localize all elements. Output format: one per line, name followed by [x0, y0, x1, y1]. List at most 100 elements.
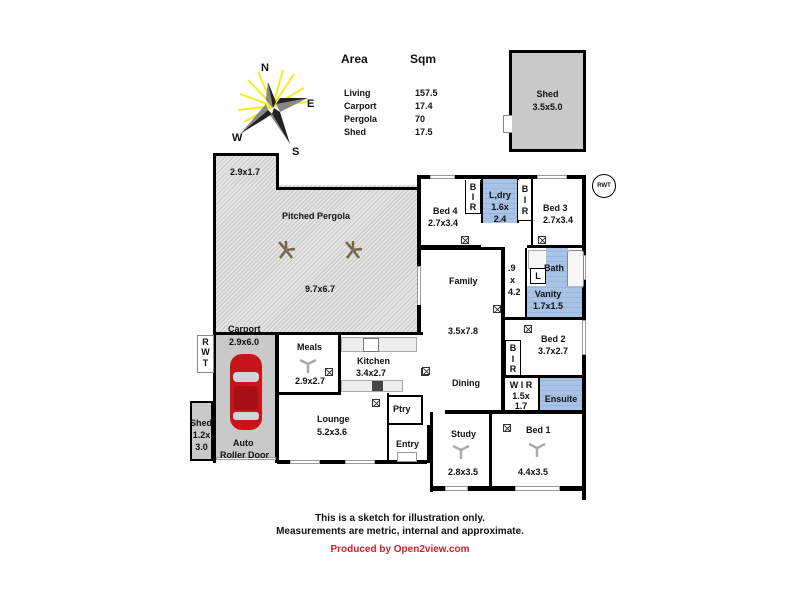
- area-row-value: 17.5: [415, 127, 433, 137]
- room-size: 2.9x6.0: [229, 337, 260, 347]
- room-name: Dining: [452, 378, 480, 388]
- room-size: 1.7x1.5: [532, 301, 564, 311]
- disclaimer-line1: This is a sketch for illustration only.: [315, 513, 485, 524]
- ceiling-fan-icon: [345, 241, 363, 259]
- room-size: 3.5x7.8: [448, 326, 479, 336]
- area-row-name: Living: [344, 88, 371, 98]
- room-size: 2.8x3.5: [448, 467, 479, 477]
- toilet-area: [569, 286, 582, 317]
- room-name: Kitchen: [357, 356, 391, 366]
- compass-s: S: [292, 146, 300, 158]
- compass-rose: N E S W: [228, 60, 318, 160]
- room-name: Entry: [396, 439, 420, 449]
- area-row-name: Shed: [344, 127, 367, 137]
- pergola-area: [215, 155, 278, 188]
- room-name: Shed: [536, 89, 559, 99]
- room-size: 1.7: [514, 401, 528, 411]
- room-wc: L: [530, 268, 546, 284]
- room-bath: Bath: [544, 248, 568, 286]
- room-name: Bed 3: [543, 203, 568, 213]
- window: [417, 266, 421, 306]
- room-ensuite: Ensuite: [540, 378, 582, 410]
- hall-dim: x: [510, 275, 516, 285]
- compass-n: N: [261, 62, 269, 74]
- bathtub: [567, 250, 584, 288]
- room-size: 2.4: [493, 214, 507, 224]
- room-name: Vanity: [534, 289, 562, 299]
- room-wir: W I R 1.5x 1.7: [505, 378, 537, 411]
- room-size: 1.5x: [512, 391, 530, 401]
- smoke-detector-icon: [422, 367, 430, 375]
- area-row-value: 70: [415, 114, 426, 124]
- pergola-nook-size: 2.9x1.7: [230, 167, 261, 177]
- shed-door[interactable]: [503, 115, 512, 133]
- compass-e: E: [307, 98, 315, 110]
- room-size: 3.5x5.0: [532, 102, 563, 112]
- shed-large: Shed 3.5x5.0: [509, 50, 586, 152]
- sqm-header: Sqm: [410, 52, 437, 66]
- ceiling-fan-icon: [278, 241, 296, 259]
- room-name: W I R: [509, 380, 533, 390]
- pergola-size: 9.7x6.7: [305, 284, 336, 294]
- area-row-value: 157.5: [415, 88, 438, 98]
- room-laundry: L,dry 1.6x 2.4: [481, 179, 519, 224]
- smoke-detector-icon: [503, 424, 511, 432]
- room-name: Ensuite: [544, 394, 578, 404]
- ceiling-fan-icon: [528, 442, 546, 457]
- shed-small: Shed 1.2x 3.0: [190, 401, 213, 461]
- compass-star-icon: [237, 69, 309, 144]
- ceiling-fan-icon: [299, 358, 317, 373]
- door-label: Auto: [233, 438, 254, 448]
- pergola-area: [215, 185, 420, 335]
- bir-bed4: B I R: [465, 180, 481, 214]
- rainwater-tank-left: R W T: [197, 335, 214, 373]
- room-name: Family: [449, 276, 478, 286]
- car-icon: [230, 354, 262, 430]
- area-row-name: Pergola: [344, 114, 378, 124]
- bir-bed2: B I R: [505, 340, 521, 377]
- room-name: Shed: [190, 418, 213, 428]
- room-vanity: Vanity 1.7x1.5: [527, 286, 569, 317]
- room-size: 2.7x3.4: [428, 218, 459, 228]
- room-name: Carport: [228, 324, 261, 334]
- area-header: Area: [341, 52, 368, 66]
- room-size: 1.6x: [491, 202, 509, 212]
- room-size: 1.2x: [192, 430, 211, 440]
- room-size: 5.2x3.6: [317, 427, 348, 437]
- front-door[interactable]: [397, 452, 417, 462]
- area-row-value: 17.4: [415, 101, 433, 111]
- room-name: L,dry: [488, 190, 511, 200]
- smoke-detector-icon: [524, 325, 532, 333]
- room-size: 2.9x2.7: [295, 376, 326, 386]
- room-name: Lounge: [317, 414, 350, 424]
- area-row-name: Carport: [344, 101, 377, 111]
- room-name: Bed 1: [526, 425, 551, 435]
- smoke-detector-icon: [372, 399, 380, 407]
- room-name: Study: [451, 429, 477, 439]
- room-size: 3.0: [195, 442, 208, 452]
- credit-link[interactable]: Produced by Open2view.com: [330, 544, 470, 555]
- smoke-detector-icon: [538, 236, 546, 244]
- rainwater-tank-right: RWT: [592, 174, 616, 198]
- disclaimer-line2: Measurements are metric, internal and ap…: [276, 526, 524, 537]
- smoke-detector-icon: [325, 368, 333, 376]
- room-size: 2.7x3.4: [543, 215, 574, 225]
- hall-dim: 4.2: [508, 287, 521, 297]
- room-pantry: Ptry: [389, 395, 423, 425]
- pergola-name: Pitched Pergola: [282, 211, 351, 221]
- roller-door[interactable]: [216, 457, 276, 460]
- room-name: Bed 2: [541, 334, 566, 344]
- room-size: 4.4x3.5: [518, 467, 549, 477]
- kitchen-bench-top: [341, 337, 417, 352]
- compass-w: W: [232, 132, 243, 144]
- room-name: Bath: [544, 263, 564, 273]
- room-size: 3.4x2.7: [356, 368, 387, 378]
- room-size: 3.7x2.7: [538, 346, 569, 356]
- door-label: Roller Door: [220, 450, 270, 460]
- sink-icon: [363, 338, 379, 352]
- cooktop-icon: [372, 381, 383, 391]
- smoke-detector-icon: [493, 305, 501, 313]
- room-name: Bed 4: [433, 206, 458, 216]
- hall-dim: .9: [508, 263, 516, 273]
- smoke-detector-icon: [461, 236, 469, 244]
